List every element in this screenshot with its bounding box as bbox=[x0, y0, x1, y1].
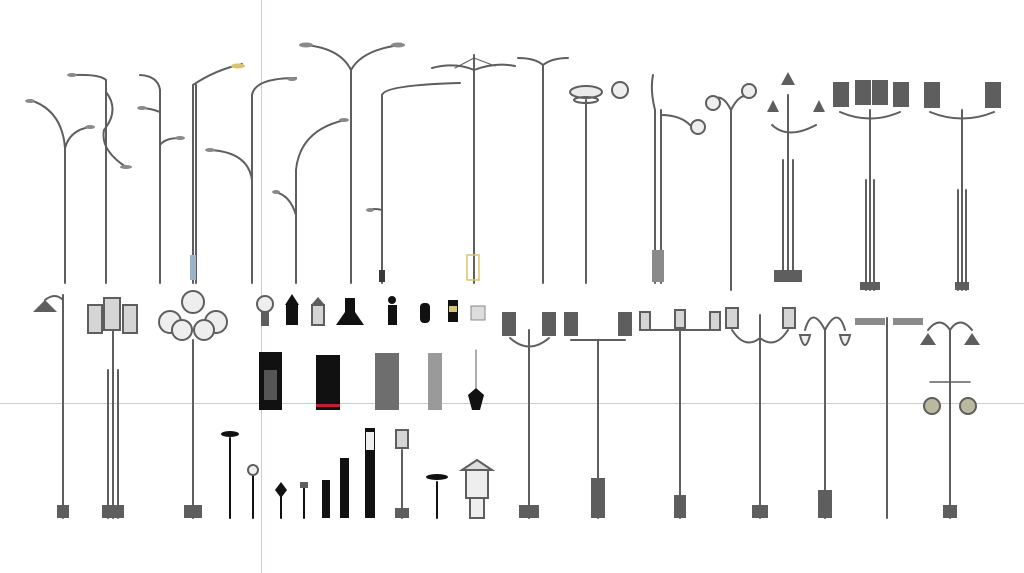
classic-lamp-triple-lantern[interactable] bbox=[767, 72, 825, 282]
street-lamp-ring-top[interactable] bbox=[569, 85, 603, 284]
street-lamp-t-arm[interactable] bbox=[517, 57, 569, 284]
street-lamp-double-arm[interactable] bbox=[25, 99, 95, 284]
wall-panel-grey[interactable] bbox=[375, 353, 399, 410]
garden-lamp-pagoda[interactable] bbox=[458, 458, 496, 519]
street-lamp-globe-pair[interactable] bbox=[705, 83, 757, 291]
classic-lamp-twin-lantern[interactable] bbox=[502, 312, 556, 519]
bollard-diamond[interactable] bbox=[275, 482, 287, 519]
classic-lamp-hanging[interactable] bbox=[33, 294, 69, 519]
wall-panel-red-trim[interactable] bbox=[316, 355, 340, 410]
classic-lamp-triple-arm[interactable] bbox=[639, 309, 721, 519]
pendant-lamp-bell[interactable] bbox=[336, 298, 364, 325]
street-lamp-tall-double-arm[interactable] bbox=[67, 73, 132, 284]
street-lamp-single-arm[interactable] bbox=[366, 82, 461, 284]
wall-lamp-lantern[interactable] bbox=[285, 294, 299, 325]
classic-lamp-cluster[interactable] bbox=[87, 297, 138, 519]
street-lamp-cable-arm[interactable] bbox=[431, 54, 516, 284]
street-lamp-sculptural[interactable] bbox=[611, 74, 706, 284]
classic-lamp-double-lantern[interactable] bbox=[924, 82, 1001, 291]
horizontal-axis-guide bbox=[0, 403, 1024, 404]
bollard-small[interactable] bbox=[300, 482, 308, 519]
garden-lamp-mushroom[interactable] bbox=[221, 431, 239, 519]
street-lamp-curved-double[interactable] bbox=[272, 118, 349, 284]
bollard-short[interactable] bbox=[322, 480, 330, 518]
wall-lamp-classic[interactable] bbox=[311, 297, 325, 326]
wall-panel-dark[interactable] bbox=[259, 352, 282, 410]
pendant-lamp-hanging[interactable] bbox=[468, 349, 484, 410]
garden-lamp-globe[interactable] bbox=[247, 464, 259, 519]
street-lamp-banner-pole[interactable] bbox=[190, 63, 245, 284]
wall-lamp-bracket[interactable] bbox=[388, 296, 397, 325]
classic-lamp-scroll-arm[interactable] bbox=[725, 307, 796, 519]
wall-lamp-globe[interactable] bbox=[256, 295, 274, 326]
garden-lamp-lantern[interactable] bbox=[395, 429, 409, 519]
wall-lamp-box[interactable] bbox=[448, 300, 458, 322]
garden-lamp-umbrella[interactable] bbox=[426, 474, 448, 519]
sign-pole[interactable] bbox=[855, 317, 923, 519]
classic-lamp-wide-arm[interactable] bbox=[564, 312, 632, 519]
street-lamp-y-arm[interactable] bbox=[299, 42, 405, 284]
classic-lamp-quad-lantern[interactable] bbox=[833, 80, 909, 291]
wall-panel-slim[interactable] bbox=[428, 353, 442, 410]
bollard-medium[interactable] bbox=[340, 458, 349, 518]
wall-plate-fixture[interactable] bbox=[470, 305, 486, 321]
street-lamp-slim-double-arm[interactable] bbox=[137, 74, 185, 284]
street-lamp-twin-arm[interactable] bbox=[205, 77, 297, 284]
classic-lamp-tulip[interactable] bbox=[798, 316, 852, 519]
classic-lamp-hanging-baskets[interactable] bbox=[920, 321, 980, 519]
bollard-tall[interactable] bbox=[365, 428, 375, 518]
vertical-axis-guide bbox=[261, 0, 262, 573]
globe-lamp-cluster[interactable] bbox=[158, 290, 228, 519]
wall-lamp-oval[interactable] bbox=[420, 303, 430, 323]
